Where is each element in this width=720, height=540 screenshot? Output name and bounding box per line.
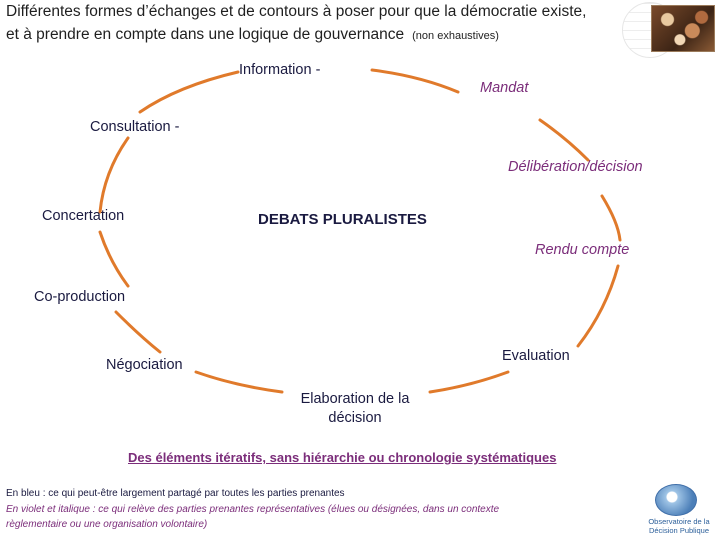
note-purple-1: En violet et italique : ce qui relève de… xyxy=(6,504,500,515)
node-evaluation: Evaluation xyxy=(502,348,570,364)
note-blue: En bleu : ce qui peut-être largement par… xyxy=(6,488,345,499)
node-deliberation: Délibération/décision xyxy=(508,159,643,175)
node-negociation: Négociation xyxy=(106,357,183,373)
arc-top-right xyxy=(370,68,460,94)
arc-bottom-left xyxy=(194,370,284,394)
elaboration-line-2: décision xyxy=(328,410,382,426)
arc-left-bottom xyxy=(114,310,162,354)
title-line-2-text: et à prendre en compte dans une logique … xyxy=(6,26,405,43)
arc-left-lower xyxy=(98,230,130,288)
logo-line-2: Décision Publique xyxy=(648,526,710,535)
iterative-note: Des éléments itératifs, sans hiérarchie … xyxy=(128,450,557,465)
elaboration-line-1: Elaboration de la xyxy=(300,391,410,407)
arc-right-lower xyxy=(576,264,620,348)
node-mandat: Mandat xyxy=(480,80,529,96)
observatoire-logo: Observatoire de la Décision Publique xyxy=(641,484,717,538)
logo-line-1: Observatoire de la xyxy=(648,517,710,526)
logo-emblem-icon xyxy=(655,484,697,516)
node-consultation: Consultation - xyxy=(90,119,180,135)
node-information: Information - xyxy=(239,62,321,78)
node-coproduction: Co-production xyxy=(34,289,126,305)
logo-text: Observatoire de la Décision Publique xyxy=(641,517,717,535)
header-photo xyxy=(651,5,715,52)
node-concertation: Concertation xyxy=(42,208,125,224)
node-rendu-compte: Rendu compte xyxy=(535,242,630,258)
note-purple-2: règlementaire ou une organisation volont… xyxy=(6,519,208,530)
node-elaboration: Elaboration de la décision xyxy=(290,390,420,428)
arc-right-mid xyxy=(600,194,622,242)
arc-top-left xyxy=(138,70,240,114)
center-label: DEBATS PLURALISTES xyxy=(258,211,427,228)
arc-left-upper xyxy=(98,136,130,214)
title-line-1: Différentes formes d’échanges et de cont… xyxy=(6,3,587,20)
title-note: (non exhaustives) xyxy=(412,30,499,42)
arc-bottom-right xyxy=(428,370,510,394)
title-line-2: et à prendre en compte dans une logique … xyxy=(6,26,499,44)
arc-right-upper xyxy=(538,118,590,162)
